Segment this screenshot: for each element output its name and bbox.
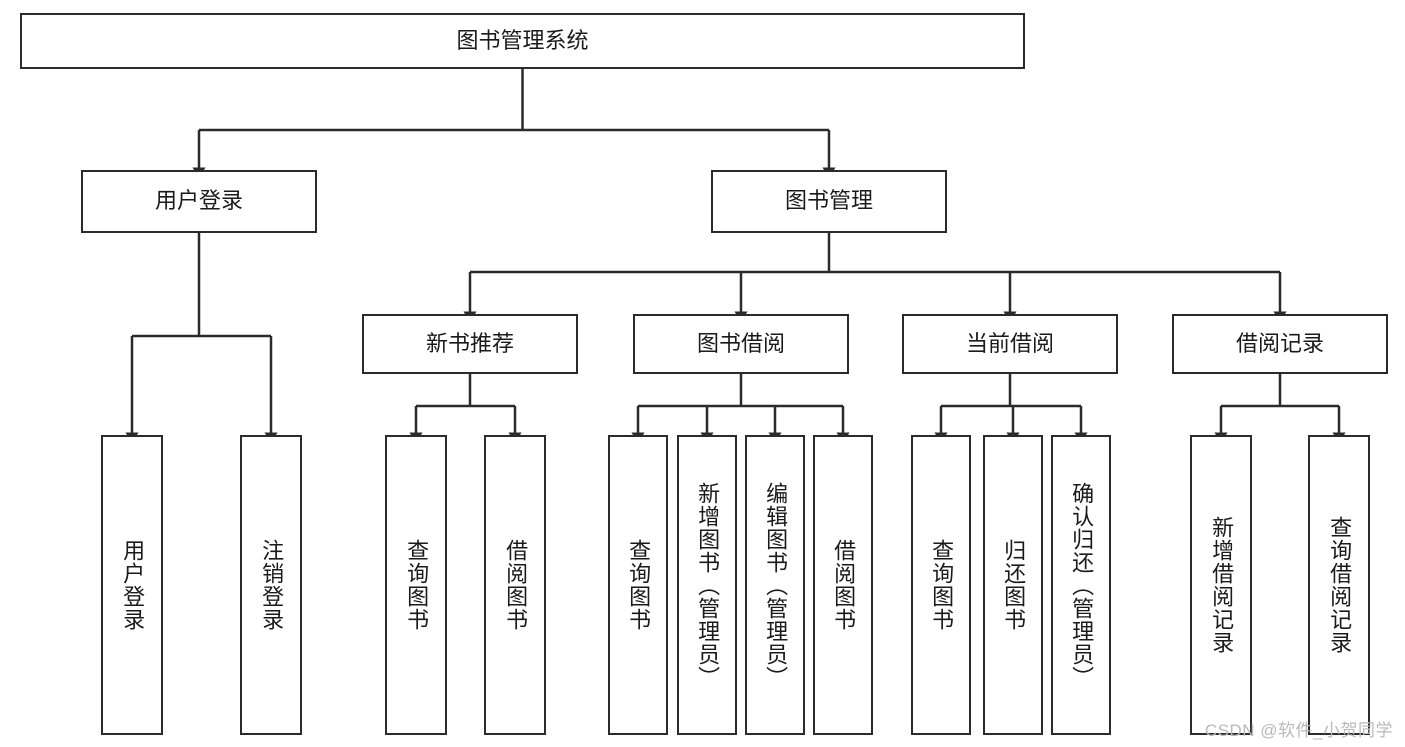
node-label: 查询图书 <box>404 539 430 631</box>
node-label: 图书管理 <box>784 188 873 214</box>
node-label: 确认归还（管理员） <box>1069 481 1095 689</box>
node-label: 当前借阅 <box>965 330 1054 356</box>
node-book-manage[interactable]: 图书管理 <box>711 170 947 233</box>
node-leaf-user-login[interactable]: 用户登录 <box>101 435 163 735</box>
node-leaf-query-book-2[interactable]: 查询图书 <box>608 435 668 735</box>
node-leaf-return-book[interactable]: 归还图书 <box>983 435 1043 735</box>
node-book-borrow[interactable]: 图书借阅 <box>633 314 849 374</box>
node-label: 新增图书（管理员） <box>695 481 721 689</box>
node-current-borrow[interactable]: 当前借阅 <box>902 314 1118 374</box>
node-leaf-query-book-3[interactable]: 查询图书 <box>911 435 971 735</box>
connector-lines <box>125 69 1346 444</box>
node-label: 借阅图书 <box>503 539 529 631</box>
node-leaf-borrow-book-1[interactable]: 借阅图书 <box>484 435 546 735</box>
node-label: 新书推荐 <box>425 330 514 356</box>
node-leaf-add-record[interactable]: 新增借阅记录 <box>1190 435 1252 735</box>
node-label: 查询借阅记录 <box>1327 516 1353 654</box>
node-label: 用户登录 <box>154 188 243 214</box>
node-leaf-borrow-book-2[interactable]: 借阅图书 <box>813 435 873 735</box>
node-label: 查询图书 <box>626 539 652 631</box>
node-label: 编辑图书（管理员） <box>763 481 789 689</box>
node-new-book-recommend[interactable]: 新书推荐 <box>362 314 578 374</box>
node-leaf-confirm-return[interactable]: 确认归还（管理员） <box>1051 435 1111 735</box>
node-label: 图书借阅 <box>696 330 785 356</box>
node-label: 注销登录 <box>259 539 285 631</box>
node-leaf-query-book-1[interactable]: 查询图书 <box>385 435 447 735</box>
node-label: 借阅图书 <box>831 539 857 631</box>
node-label: 查询图书 <box>929 539 955 631</box>
node-root[interactable]: 图书管理系统 <box>20 13 1025 69</box>
node-label: 新增借阅记录 <box>1209 516 1235 654</box>
watermark-credit: CSDN @软件_小贺同学 <box>1204 721 1393 740</box>
node-label: 借阅记录 <box>1235 330 1324 356</box>
node-user-login[interactable]: 用户登录 <box>81 170 317 233</box>
node-label: 图书管理系统 <box>456 27 589 53</box>
node-label: 用户登录 <box>120 539 146 631</box>
node-label: 归还图书 <box>1001 539 1027 631</box>
node-leaf-edit-book[interactable]: 编辑图书（管理员） <box>745 435 805 735</box>
node-borrow-record[interactable]: 借阅记录 <box>1172 314 1388 374</box>
node-leaf-logout[interactable]: 注销登录 <box>240 435 302 735</box>
node-leaf-add-book[interactable]: 新增图书（管理员） <box>677 435 737 735</box>
node-leaf-query-record[interactable]: 查询借阅记录 <box>1308 435 1370 735</box>
